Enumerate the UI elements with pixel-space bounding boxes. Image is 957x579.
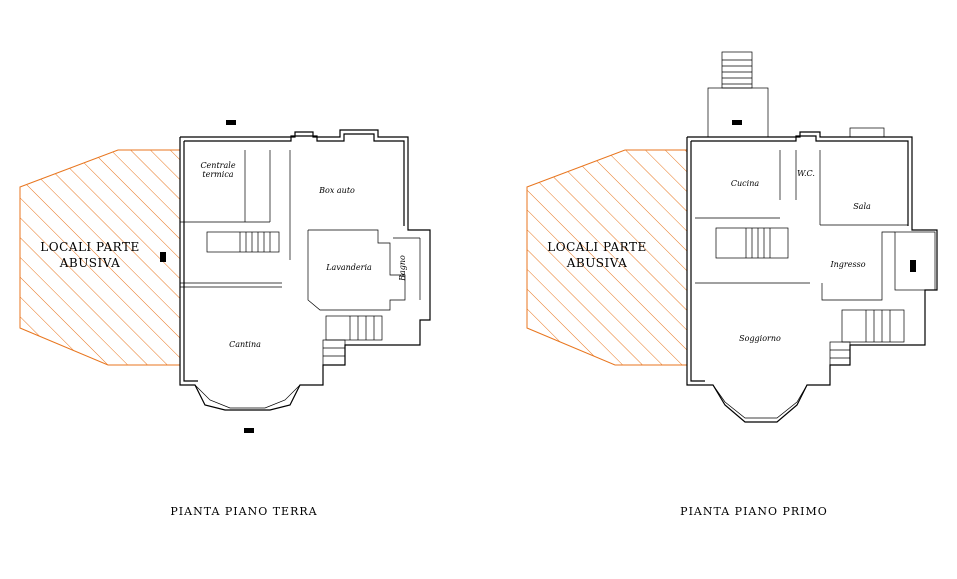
first-floor-title: PIANTA PIANO PRIMO xyxy=(680,505,828,518)
first-interior-walls xyxy=(695,150,936,419)
abusive-label-first-line1: LOCALI PARTE xyxy=(547,240,646,254)
room-bagno: Bagno xyxy=(398,255,407,282)
abusive-label-first-line2: ABUSIVA xyxy=(566,256,628,270)
room-cucina: Cucina xyxy=(731,179,759,188)
first-outer-walls xyxy=(686,51,938,423)
room-sala: Sala xyxy=(853,202,871,211)
abusive-label-ground-line2: ABUSIVA xyxy=(59,256,121,270)
abusive-label-ground-line1: LOCALI PARTE xyxy=(40,240,139,254)
room-centrale-termica-line1: Centrale xyxy=(200,161,235,170)
room-centrale-termica-line2: termica xyxy=(202,170,233,179)
room-wc: W.C. xyxy=(797,169,815,178)
ground-floor-plan: LOCALI PARTE ABUSIVA Centrale termica Bo… xyxy=(19,120,431,518)
room-cantina: Cantina xyxy=(229,340,261,349)
ground-outer-walls xyxy=(179,129,431,411)
ground-floor-title: PIANTA PIANO TERRA xyxy=(170,505,317,518)
room-lavanderia: Lavanderia xyxy=(325,263,372,272)
room-soggiorno: Soggiorno xyxy=(739,334,781,343)
ground-interior-walls xyxy=(160,120,421,433)
room-box-auto: Box auto xyxy=(318,186,355,195)
room-ingresso: Ingresso xyxy=(829,260,865,269)
first-floor-plan: LOCALI PARTE ABUSIVA Cucina W.C. Sala In… xyxy=(526,51,938,518)
